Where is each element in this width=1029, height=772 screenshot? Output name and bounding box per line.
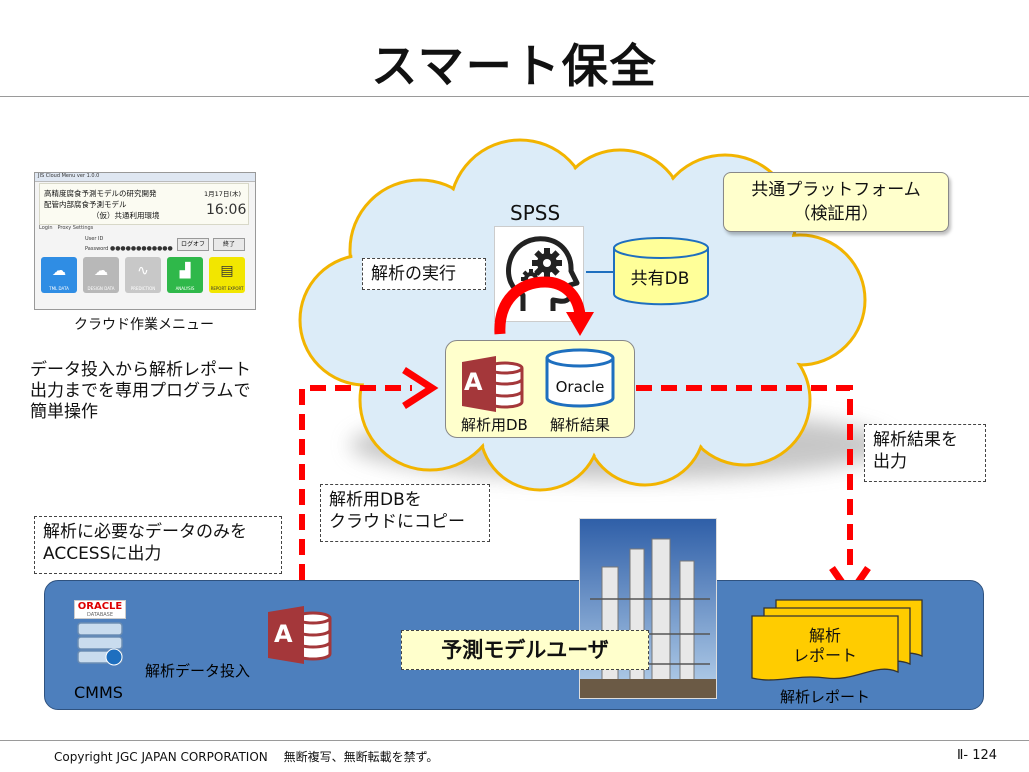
program-description: データ投入から解析レポート 出力までを専用プログラムで 簡単操作 [30, 360, 251, 422]
model-user-label: 予測モデルユーザ [401, 630, 649, 670]
logoff-button[interactable]: ログオフ [177, 238, 209, 251]
spss-label: SPSS [510, 201, 561, 225]
arrowhead-exec [566, 312, 594, 336]
menu-time: 16:06 [206, 202, 247, 218]
window-title-bar: JIS Cloud Menu ver 1.0.0 [35, 173, 255, 182]
report-caption: 解析レポート [780, 688, 871, 706]
access-file-letter: A [274, 620, 293, 648]
page-title: スマート保全 [371, 39, 658, 93]
menu-header-line2: 配管内部腐食予測モデル [44, 200, 127, 209]
report-document-label: 解析 レポート [792, 626, 857, 665]
platform-label-line2: （検証用） [793, 204, 879, 224]
output-result-note: 解析結果を 出力 [864, 424, 986, 482]
menu-header-line3: （仮）共通利用環境 [92, 211, 160, 220]
arrowhead-copy [402, 367, 439, 409]
footer-copyright: Copyright JGC JAPAN CORPORATION 無断複写、無断転… [54, 750, 439, 764]
analysis-db-label: 解析用DB [461, 416, 528, 434]
login-tabs[interactable]: Login Proxy Settings [39, 225, 94, 231]
access-db-icon: A [460, 354, 530, 414]
tile-tml-data[interactable]: ☁TML DATA [41, 257, 77, 293]
oracle-database-icon: ORACLE DATABASE [74, 600, 126, 672]
menu-date: 1月17日(木) [204, 190, 241, 198]
plant-photo [579, 518, 717, 699]
report-documents-icon [751, 599, 923, 681]
menu-header: 高精度腐食予測モデルの研究開発 配管内部腐食予測モデル （仮）共通利用環境 1月… [39, 183, 249, 225]
oracle-result-cylinder-icon [545, 348, 615, 408]
exec-analysis-note: 解析の実行 [362, 258, 486, 290]
copy-to-cloud-note: 解析用DBを クラウドにコピー [320, 484, 490, 542]
screenshot-caption: クラウド作業メニュー [74, 317, 214, 333]
exit-button[interactable]: 終了 [213, 238, 245, 251]
platform-label-box: 共通プラットフォーム （検証用） [723, 172, 949, 232]
arrow-exec-curve [494, 276, 586, 335]
shared-db-label: 共有DB [630, 269, 690, 289]
cmms-label: CMMS [74, 683, 123, 702]
arrow-output-result [636, 385, 853, 565]
tile-report-export[interactable]: ▤REPORT EXPORT [209, 257, 245, 293]
tile-prediction[interactable]: ∿PREDICTION [125, 257, 161, 293]
menu-header-line1: 高精度腐食予測モデルの研究開発 [44, 189, 157, 198]
user-id-field[interactable]: User ID [85, 236, 104, 242]
analysis-result-label: 解析結果 [550, 416, 611, 434]
tile-analysis[interactable]: ▟ANALYSIS [167, 257, 203, 293]
password-field[interactable]: Password ●●●●●●●●●●●● [85, 245, 173, 252]
oracle-logo-text: ORACLE [77, 601, 123, 612]
access-letter: A [464, 368, 483, 396]
footer-divider [0, 740, 1029, 741]
platform-label-line1: 共通プラットフォーム [751, 180, 921, 200]
access-output-note: 解析に必要なデータのみを ACCESSに出力 [34, 516, 282, 574]
page-number: Ⅱ- 124 [957, 748, 998, 763]
oracle-label: Oracle [555, 378, 605, 396]
cloud-menu-screenshot: JIS Cloud Menu ver 1.0.0 高精度腐食予測モデルの研究開発… [34, 172, 256, 310]
oracle-logo-subtext: DATABASE [86, 612, 114, 618]
access-file-icon: A [266, 604, 338, 666]
tile-design-data[interactable]: ☁DESIGN DATA [83, 257, 119, 293]
title-divider [0, 96, 1029, 97]
arrow-copy-to-cloud [299, 385, 412, 580]
shared-db-cylinder-icon [613, 237, 709, 306]
data-input-label: 解析データ投入 [145, 662, 251, 680]
